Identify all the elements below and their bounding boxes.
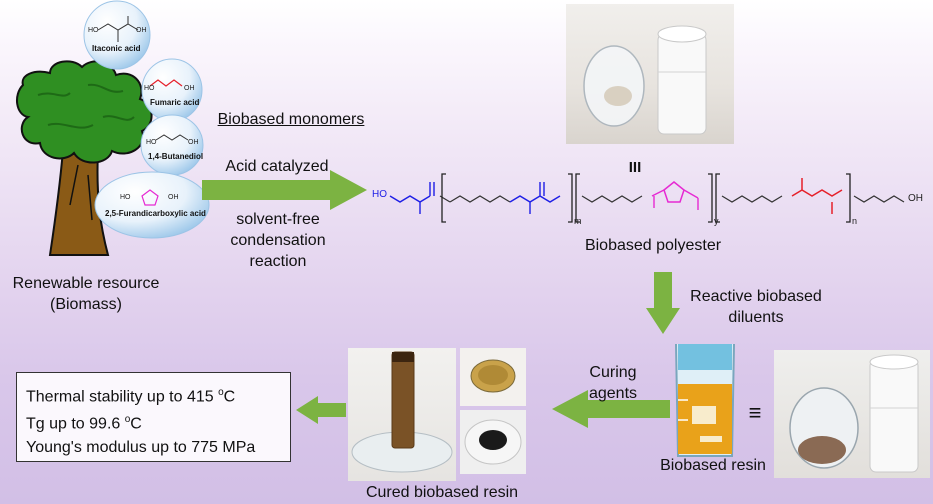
curing-agents-label: Curing agents [572,362,654,404]
monomer-butanediol-label: 1,4-Butanediol [148,152,204,161]
equiv-symbol-mid: ≡ [748,400,762,425]
polymer-end-right: OH [908,193,923,204]
process-line-2: condensation [230,232,326,249]
biobased-polyester-label: Biobased polyester [584,237,722,254]
polymer-subscript-n: n [852,216,858,226]
svg-text:HO: HO [88,27,99,34]
svg-text:HO: HO [144,85,155,92]
property-thermal-stability: Thermal stability up to 415 oC [26,387,236,406]
reactive-diluents-label: Reactive biobased diluents [672,286,840,328]
renewable-resource-label: Renewable resource (Biomass) [2,273,170,315]
monomer-fumaric-label: Fumaric acid [150,98,200,107]
acid-catalyzed-label: Acid catalyzed [225,158,329,175]
polymer-subscript-y: y [714,216,719,226]
svg-text:HO: HO [146,139,157,146]
reactive-line-1: Reactive biobased [690,288,822,305]
cured-resin-label: Cured biobased resin [365,484,519,501]
biobased-resin-label: Biobased resin [660,457,766,474]
svg-text:OH: OH [136,27,147,34]
cured-resin-dish-photo-top [460,348,526,406]
beaker-icon [675,343,735,457]
renewable-resource-text: Renewable resource [12,275,160,292]
arrow-left-icon [552,390,670,428]
dish-yellow-illustration [470,359,516,393]
process-line-3: reaction [249,253,307,270]
condensation-process-label: solvent-free condensation reaction [214,209,342,272]
process-line-1: solvent-free [236,211,320,228]
polymer-subscript-m: m [574,216,582,226]
property-tg: Tg up to 99.6 oC [26,414,142,433]
polyester-structure [389,173,905,223]
arrow-right-icon [202,170,367,210]
monomer-itaconic-label: Itaconic acid [92,44,141,53]
biobased-monomers-heading: Biobased monomers [217,111,365,128]
resin-photo [774,350,930,478]
curing-line-1: Curing [589,364,637,381]
cured-resin-photo [348,348,456,481]
monomer-bubbles: HO OH HO OH HO OH HO OH [83,0,210,239]
jar-with-resin-illustration [789,354,919,473]
arrow-down-icon [646,272,680,334]
jar-and-mold-illustration [583,25,707,135]
dish-black-illustration [464,419,522,465]
monomer-fdca-label: 2,5-Furandicarboxylic acid [105,209,206,218]
biomass-text: (Biomass) [49,296,122,313]
svg-text:OH: OH [168,194,179,201]
properties-box: Thermal stability up to 415 oC Tg up to … [16,372,291,462]
svg-text:OH: OH [184,85,195,92]
reactive-line-2: diluents [728,309,784,326]
curing-line-2: agents [588,385,638,402]
cured-resin-dish-photo-bottom [460,410,526,474]
svg-text:HO: HO [120,194,131,201]
polyester-photo [566,4,734,144]
tree-illustration [16,60,153,256]
svg-text:OH: OH [188,139,199,146]
arrow-left-icon [296,396,346,424]
equiv-symbol-top: III [628,159,642,176]
vial-illustration [351,351,453,473]
property-youngs-modulus: Young's modulus up to 775 MPa [26,438,256,456]
polymer-end-left: HO [372,189,387,200]
